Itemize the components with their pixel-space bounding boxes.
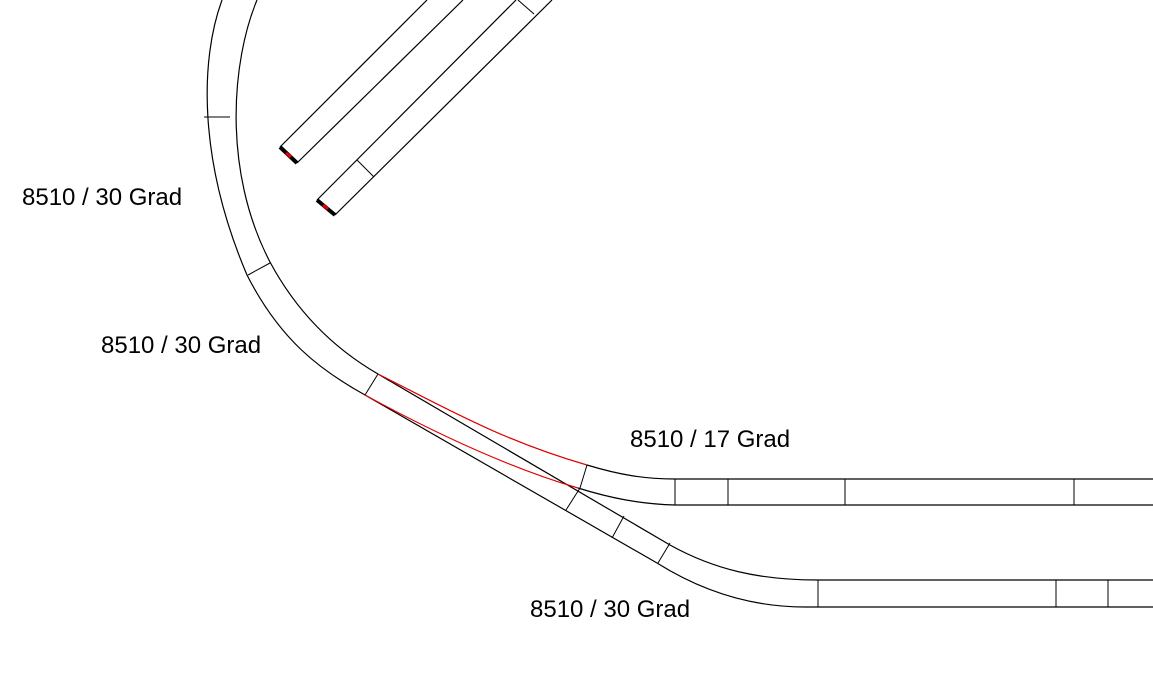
joint [247, 262, 271, 276]
siding-track-1[interactable] [278, 0, 464, 165]
joint [579, 464, 588, 489]
joint [356, 159, 375, 178]
rail-inner [377, 373, 1153, 581]
lower-track[interactable] [364, 373, 1153, 608]
rail [279, 0, 428, 148]
track-label: 8510 / 17 Grad [630, 426, 791, 453]
track-label: 8510 / 30 Grad [530, 596, 691, 623]
curve-track-left[interactable] [204, 0, 379, 396]
rail-bottom [577, 487, 1153, 506]
track-label: 8510 / 30 Grad [101, 332, 262, 359]
rail [296, 0, 464, 164]
rail [334, 0, 553, 216]
rail-outer [364, 394, 1153, 608]
joint [517, 0, 535, 15]
end-cap-marker [322, 203, 329, 211]
joint [364, 373, 379, 396]
rail-inner [235, 0, 379, 375]
joint [565, 487, 581, 511]
rail-outer [206, 0, 366, 396]
track-label: 8510 / 30 Grad [22, 184, 183, 211]
turnout-rail-top [377, 373, 588, 466]
joint [657, 542, 671, 564]
upper-branch-track[interactable] [577, 464, 1153, 506]
rail [316, 0, 517, 201]
siding-track-2[interactable] [315, 0, 553, 217]
turnout-rail-bottom [364, 394, 579, 489]
end-cap-marker [285, 151, 292, 159]
rail-top [586, 464, 1153, 480]
turnout-highlight[interactable] [364, 373, 588, 489]
joint [611, 515, 625, 539]
